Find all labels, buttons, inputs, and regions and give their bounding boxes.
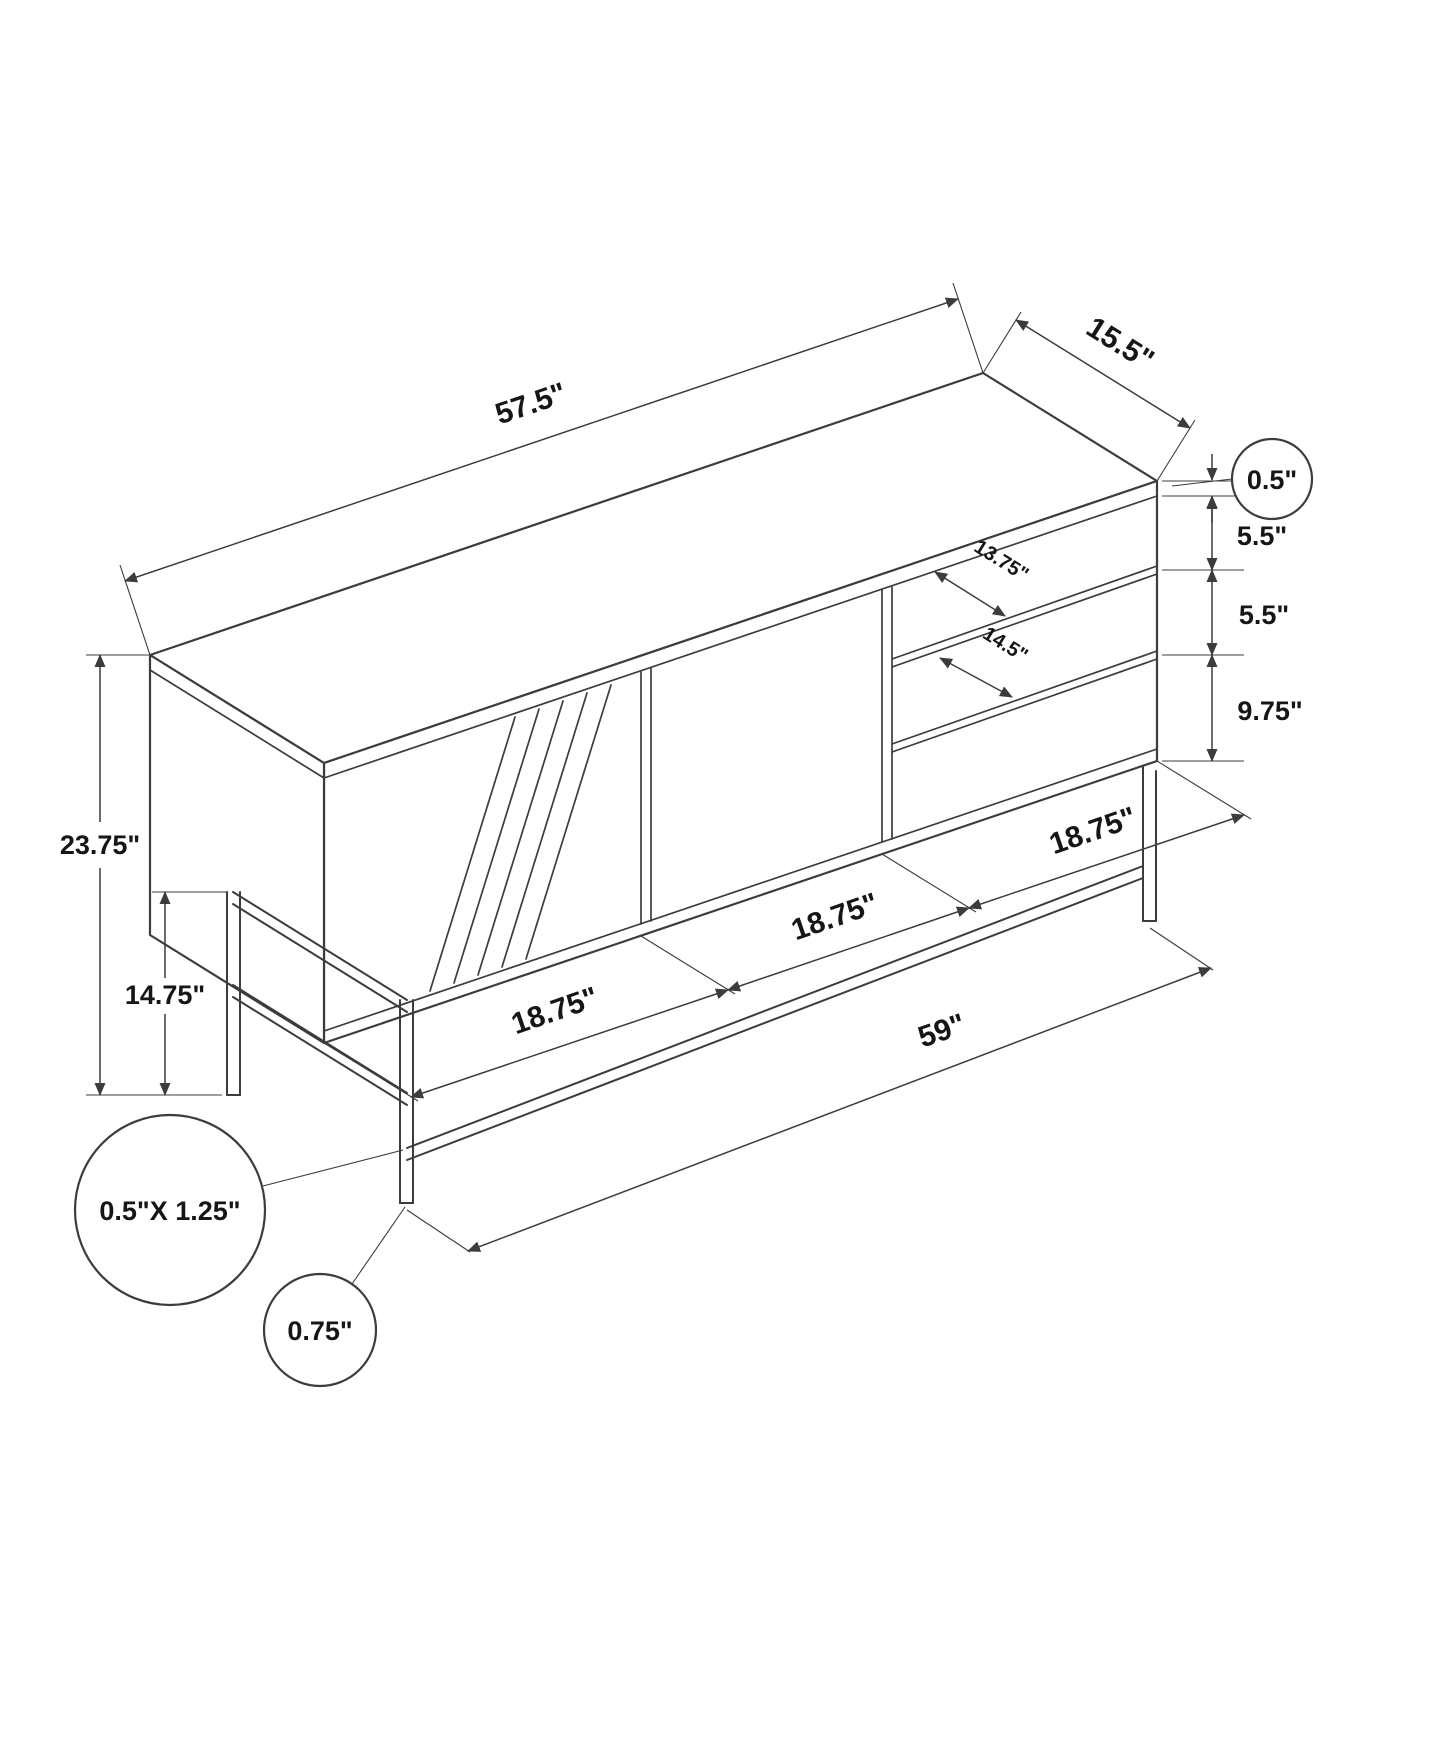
dim-lower-shelf-gap: 5.5" bbox=[1206, 569, 1289, 656]
dim-leg-frame-height-label: 14.75" bbox=[125, 980, 205, 1010]
bottom-panel-edge-front bbox=[323, 748, 1158, 1032]
back-left-leg bbox=[226, 891, 241, 1096]
dim-top-length-label: 57.5" bbox=[491, 377, 570, 432]
callout-tube-size: 0.5"X 1.25" bbox=[73, 1113, 404, 1307]
door-divider-1 bbox=[640, 667, 652, 925]
dim-overall-length-label: 59" bbox=[914, 1008, 970, 1055]
dim-top-thickness-label: 0.5" bbox=[1247, 465, 1297, 495]
dim-leg-frame-height: 14.75" bbox=[125, 891, 226, 1096]
dim-tube-size-label: 0.5"X 1.25" bbox=[99, 1196, 240, 1226]
dim-door-width-right-label: 18.75" bbox=[1045, 801, 1140, 861]
tube-width-callout-circle bbox=[262, 1272, 378, 1388]
front-right-leg bbox=[1142, 765, 1157, 922]
dim-top-thickness: 0.5" bbox=[1171, 437, 1314, 523]
cabinet-body bbox=[148, 371, 1159, 1045]
dim-tube-width-label: 0.75" bbox=[287, 1316, 352, 1346]
dim-overall-height: 23.75" bbox=[60, 654, 222, 1096]
dim-opening-height-label: 9.75" bbox=[1237, 696, 1302, 726]
dim-lower-shelf-gap-label: 5.5" bbox=[1239, 600, 1289, 630]
tube-size-callout-circle bbox=[73, 1113, 267, 1307]
dim-upper-shelf-gap-label: 5.5" bbox=[1237, 521, 1287, 551]
dim-overall-length: 59" bbox=[406, 927, 1214, 1253]
top-thickness-callout-circle bbox=[1230, 437, 1314, 521]
dim-door-width-middle-label: 18.75" bbox=[787, 887, 882, 947]
callout-tube-width: 0.75" bbox=[262, 1206, 406, 1388]
dim-opening-height: 9.75" bbox=[1206, 654, 1303, 762]
top-panel-edge-front bbox=[323, 495, 1158, 779]
shelf-upper bbox=[891, 565, 1158, 668]
top-panel-edge-left bbox=[149, 669, 325, 779]
right-extension-lines bbox=[1162, 480, 1244, 762]
shelf-lower bbox=[891, 650, 1158, 753]
dim-upper-shelf-gap: 5.5" bbox=[1206, 495, 1287, 571]
door-decor-stripes bbox=[429, 684, 612, 992]
left-frame-upper-rail bbox=[232, 891, 408, 1013]
dim-overall-height-label: 23.75" bbox=[60, 830, 140, 860]
door-divider-2 bbox=[881, 586, 893, 843]
dimensions: 57.5" 15.5" 0.5" 5.5" bbox=[60, 282, 1314, 1388]
left-frame-lower-rail bbox=[232, 984, 408, 1106]
dim-door-width-left-label: 18.75" bbox=[507, 981, 602, 1041]
